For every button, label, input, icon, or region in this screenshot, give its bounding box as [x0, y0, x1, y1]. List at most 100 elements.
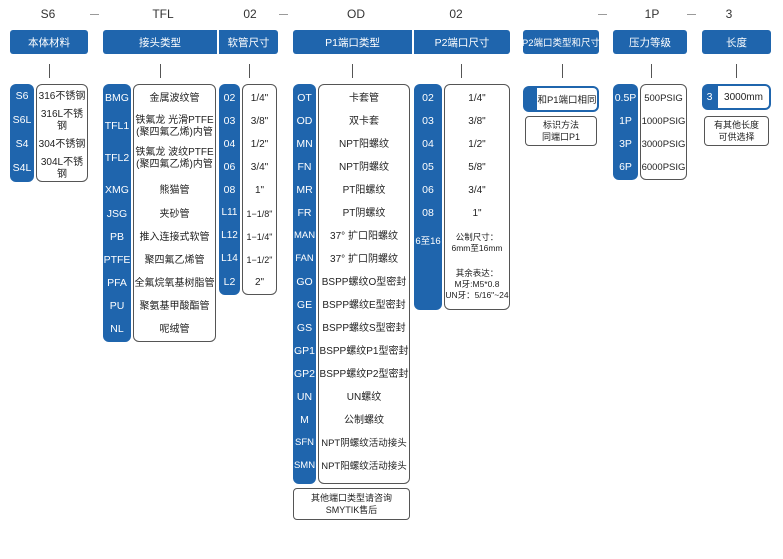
length-code: 3 — [706, 91, 713, 103]
length-desc: 3000mm — [718, 86, 769, 108]
joint-desc: 夹砂管 — [159, 208, 190, 220]
p1-desc-column: 卡套管 双卡套 NPT阳螺纹 NPT阴螺纹 PT阳螺纹 PT阴螺纹 37° 扩口… — [318, 84, 410, 484]
joint-code: JSG — [106, 207, 128, 220]
separator — [598, 14, 607, 15]
material-desc: 304L不锈钢 — [40, 157, 84, 180]
p1-code: GS — [296, 321, 313, 334]
pressure-desc: 6000PSIG — [641, 161, 686, 173]
p1-desc: 公制螺纹 — [344, 414, 384, 426]
tick — [160, 64, 161, 78]
tick — [352, 64, 353, 78]
p1-code: SFN — [295, 436, 314, 448]
p2type-box: 和P1端口相同 — [523, 86, 599, 112]
p2size-code: 05 — [422, 160, 434, 173]
p2type-note: 标识方法 同端口P1 — [525, 116, 597, 146]
p1-desc: PT阳螺纹 — [342, 184, 386, 196]
joint-code: PTFE — [103, 253, 131, 266]
hose-desc: 1/4" — [250, 92, 269, 104]
tick — [562, 64, 563, 78]
p1-code-column: OT OD MN FN MR FR MAN FAN GO GE GS GP1 G… — [293, 84, 316, 484]
joint-code-column: BMG TFL1 TFL2 XMG JSG PB PTFE PFA PU NL — [103, 84, 131, 342]
joint-desc: 铁氟龙 光滑PTFE (聚四氟乙烯)内管 — [135, 115, 214, 138]
p1-desc: 37° 扩口阳螺纹 — [330, 230, 398, 242]
material-desc: 316不锈钢 — [38, 91, 86, 102]
joint-code: TFL1 — [104, 120, 130, 132]
pressure-code-column: 0.5P 1P 3P 6P — [613, 84, 638, 180]
separator — [90, 14, 99, 15]
hose-code: 03 — [223, 114, 236, 127]
hose-desc: 2" — [254, 276, 265, 288]
p1-desc: PT阴螺纹 — [342, 207, 386, 219]
material-code: S4 — [15, 138, 29, 150]
hose-code: 06 — [223, 160, 236, 173]
header-length: 长度 — [702, 30, 771, 54]
joint-desc: 全氟烷氧基树脂管 — [134, 277, 215, 289]
p1-desc: BSPP螺纹E型密封 — [322, 299, 406, 311]
joint-code: PFA — [107, 276, 127, 289]
joint-code: PB — [109, 230, 124, 243]
p2size-code: 08 — [422, 206, 434, 219]
p2size-desc: 5/8" — [468, 161, 486, 173]
hose-desc: 1−1/4" — [246, 231, 273, 242]
hose-code: 08 — [223, 183, 236, 196]
pressure-desc: 1000PSIG — [641, 115, 686, 127]
p2size-code: 04 — [422, 137, 434, 150]
hose-code: L12 — [221, 229, 238, 241]
hose-code: 02 — [223, 91, 236, 104]
p2size-code: 06 — [422, 183, 434, 196]
material-desc: 304不锈钢 — [38, 139, 86, 150]
joint-desc: 聚四氟乙烯管 — [144, 254, 205, 266]
hose-desc: 1" — [254, 184, 265, 196]
p2size-desc: 3/8" — [468, 115, 486, 127]
header-p2-type-size: P2端口类型和尺寸 — [522, 30, 600, 54]
code-material: S6 — [40, 7, 56, 21]
p2type-desc: 和P1端口相同 — [537, 88, 597, 110]
hose-code: L2 — [223, 275, 236, 288]
length-note: 有其他长度 可供选择 — [704, 116, 769, 146]
code-length: 3 — [725, 7, 733, 21]
tick — [461, 64, 462, 78]
joint-desc: 金属波纹管 — [149, 93, 200, 104]
code-joint: TFL — [152, 7, 174, 21]
hose-code: L11 — [221, 206, 238, 218]
code-hose: 02 — [243, 7, 257, 21]
p1-desc: NPT阴螺纹活动接头 — [321, 437, 407, 449]
p1-code: FAN — [295, 252, 314, 264]
p1-desc: NPT阳螺纹 — [339, 138, 389, 150]
p1-code: MN — [296, 137, 313, 150]
p1-code: FR — [297, 206, 312, 219]
p1-desc: 双卡套 — [349, 115, 379, 127]
tick — [249, 64, 250, 78]
hose-desc-column: 1/4" 3/8" 1/2" 3/4" 1" 1−1/8" 1−1/4" 1−1… — [242, 84, 277, 295]
p1-code: GO — [296, 275, 313, 288]
code-p2size: 02 — [449, 7, 463, 21]
header-p2-size: P2端口尺寸 — [414, 30, 510, 54]
pressure-code: 3P — [619, 137, 632, 150]
header-joint-type: 接头类型 — [103, 30, 217, 54]
pressure-desc: 3000PSIG — [641, 138, 686, 150]
p1-code: MAN — [293, 229, 316, 241]
hose-code-column: 02 03 04 06 08 L11 L12 L14 L2 — [219, 84, 240, 295]
header-material: 本体材料 — [10, 30, 88, 54]
pressure-code: 1P — [619, 114, 632, 127]
code-pressure: 1P — [644, 7, 660, 21]
hose-desc: 3/4" — [250, 161, 269, 173]
p1-desc: 卡套管 — [349, 92, 379, 104]
material-code-column: S6 S6L S4 S4L — [10, 84, 34, 182]
header-hose-size: 软管尺寸 — [219, 30, 278, 54]
joint-desc: 铁氟龙 波纹PTFE (聚四氟乙烯)内管 — [135, 147, 214, 170]
p1-code: SMN — [293, 459, 316, 471]
joint-desc: 呢绒管 — [159, 323, 190, 335]
material-code: S6 — [15, 90, 29, 102]
p1-desc: BSPP螺纹O型密封 — [321, 276, 407, 288]
separator — [687, 14, 696, 15]
joint-code: BMG — [105, 92, 129, 104]
p1-code: UN — [296, 390, 313, 403]
hose-code: 04 — [223, 137, 236, 150]
hose-desc: 1−1/2" — [246, 254, 273, 265]
p2size-code-column: 02 03 04 05 06 08 6至16 — [414, 84, 442, 310]
p2size-code: 02 — [422, 91, 434, 104]
header-p1-type: P1端口类型 — [293, 30, 412, 54]
p1-desc: NPT阴螺纹 — [339, 161, 389, 173]
p2size-desc: 1/2" — [468, 138, 486, 150]
